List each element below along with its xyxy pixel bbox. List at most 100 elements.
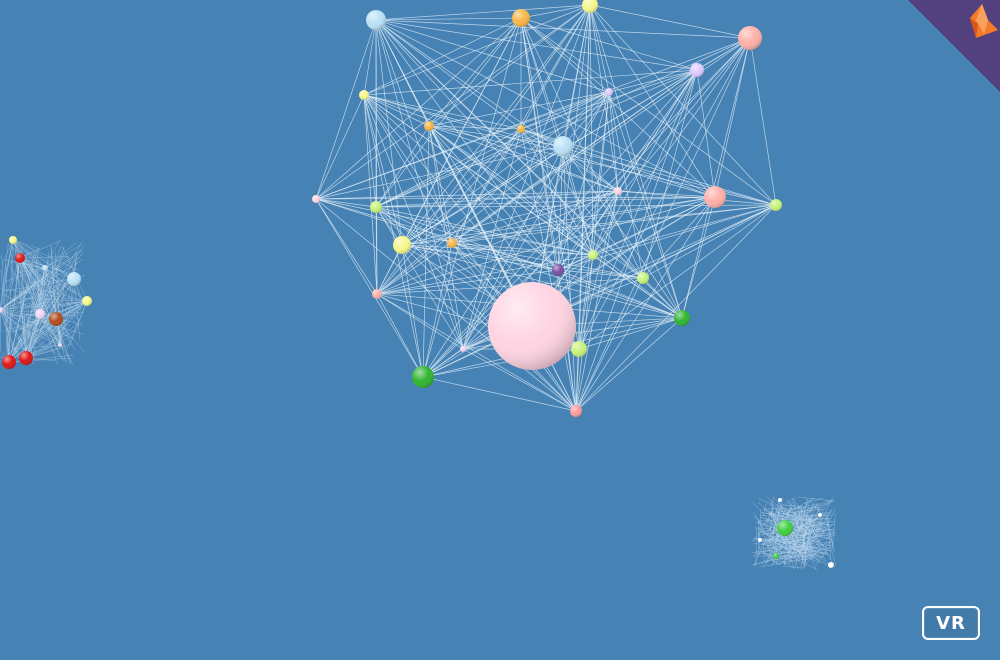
link-line bbox=[315, 94, 365, 200]
link-line bbox=[12, 239, 46, 273]
graph-node[interactable] bbox=[372, 289, 382, 299]
link-line bbox=[575, 317, 683, 412]
node-shading bbox=[738, 26, 762, 50]
graph-node[interactable] bbox=[460, 346, 466, 352]
flame-logo-icon bbox=[970, 4, 998, 38]
graph-node[interactable] bbox=[512, 9, 530, 27]
link-line bbox=[375, 206, 378, 295]
graph-node[interactable] bbox=[58, 343, 62, 347]
link-line bbox=[363, 94, 430, 127]
link-line bbox=[12, 313, 41, 352]
graph-node[interactable] bbox=[552, 264, 564, 276]
link-line bbox=[451, 242, 644, 279]
link-line bbox=[315, 145, 564, 200]
link-line bbox=[315, 198, 594, 256]
graph-node-large[interactable] bbox=[488, 282, 576, 370]
link-line bbox=[375, 19, 559, 271]
node-shading bbox=[777, 520, 793, 536]
graph-node[interactable] bbox=[674, 310, 690, 326]
graph-node[interactable] bbox=[818, 513, 822, 517]
graph-node[interactable] bbox=[570, 405, 582, 417]
graph-node[interactable] bbox=[637, 272, 649, 284]
link-line bbox=[315, 198, 377, 208]
central-graph-links bbox=[315, 4, 777, 412]
graph-node[interactable] bbox=[424, 121, 434, 131]
node-shading bbox=[553, 136, 573, 156]
link-line bbox=[401, 244, 644, 279]
graph-node[interactable] bbox=[35, 309, 45, 319]
graph-nodes[interactable] bbox=[0, 0, 834, 568]
graph-node[interactable] bbox=[777, 520, 793, 536]
link-line bbox=[800, 505, 805, 557]
graph-node[interactable] bbox=[0, 307, 3, 313]
link-line bbox=[375, 19, 716, 198]
graph-node[interactable] bbox=[704, 186, 726, 208]
graph-node[interactable] bbox=[828, 562, 834, 568]
link-line bbox=[363, 94, 559, 271]
graph-node[interactable] bbox=[770, 199, 782, 211]
graph-node[interactable] bbox=[366, 10, 386, 30]
corner-badge[interactable] bbox=[908, 0, 1000, 92]
graph-node[interactable] bbox=[738, 26, 762, 50]
link-line bbox=[315, 37, 751, 200]
link-line bbox=[767, 549, 794, 562]
graph-node[interactable] bbox=[582, 0, 598, 13]
graph-node[interactable] bbox=[447, 238, 457, 248]
graph-node[interactable] bbox=[588, 250, 598, 260]
link-line bbox=[363, 94, 377, 208]
node-shading bbox=[582, 0, 598, 13]
link-line bbox=[714, 37, 751, 198]
link-line bbox=[681, 37, 751, 319]
node-shading bbox=[770, 199, 782, 211]
graph-node[interactable] bbox=[773, 553, 779, 559]
link-line bbox=[578, 204, 777, 350]
link-line bbox=[19, 240, 61, 259]
link-line bbox=[792, 498, 808, 556]
graph-node[interactable] bbox=[19, 351, 33, 365]
link-line bbox=[363, 17, 522, 96]
link-line bbox=[642, 69, 698, 279]
graph-node[interactable] bbox=[571, 341, 587, 357]
graph-node[interactable] bbox=[67, 272, 81, 286]
node-shading bbox=[19, 351, 33, 365]
node-shading bbox=[372, 289, 382, 299]
link-line bbox=[315, 17, 522, 200]
graph-node[interactable] bbox=[758, 538, 762, 542]
link-line bbox=[779, 499, 836, 520]
link-line bbox=[592, 91, 610, 256]
graph-node[interactable] bbox=[82, 296, 92, 306]
node-shading bbox=[828, 562, 834, 568]
link-line bbox=[19, 257, 81, 316]
graph-node[interactable] bbox=[9, 236, 17, 244]
graph-node[interactable] bbox=[517, 125, 525, 133]
node-shading bbox=[58, 343, 62, 347]
link-line bbox=[575, 277, 644, 412]
link-line bbox=[773, 514, 780, 554]
graph-node[interactable] bbox=[393, 236, 411, 254]
link-line bbox=[817, 513, 831, 528]
graph-node[interactable] bbox=[49, 312, 63, 326]
graph-node[interactable] bbox=[15, 253, 25, 263]
link-line bbox=[376, 293, 464, 350]
link-line bbox=[781, 510, 818, 536]
link-line bbox=[788, 511, 798, 570]
vr-button[interactable]: VR bbox=[922, 606, 980, 640]
graph-node[interactable] bbox=[2, 355, 16, 369]
graph-node[interactable] bbox=[42, 265, 48, 271]
graph-node[interactable] bbox=[359, 90, 369, 100]
link-line bbox=[520, 128, 644, 279]
graph-node[interactable] bbox=[312, 195, 320, 203]
graph-node[interactable] bbox=[778, 498, 782, 502]
link-line bbox=[18, 267, 46, 273]
link-line bbox=[771, 540, 805, 561]
link-line bbox=[752, 555, 825, 557]
graph-node[interactable] bbox=[553, 136, 573, 156]
graph-node[interactable] bbox=[412, 366, 434, 388]
link-line bbox=[363, 94, 403, 246]
graph-node[interactable] bbox=[605, 88, 613, 96]
link-line bbox=[35, 288, 88, 302]
graph-node[interactable] bbox=[614, 187, 622, 195]
graph-node[interactable] bbox=[370, 201, 382, 213]
graph-node[interactable] bbox=[690, 63, 704, 77]
